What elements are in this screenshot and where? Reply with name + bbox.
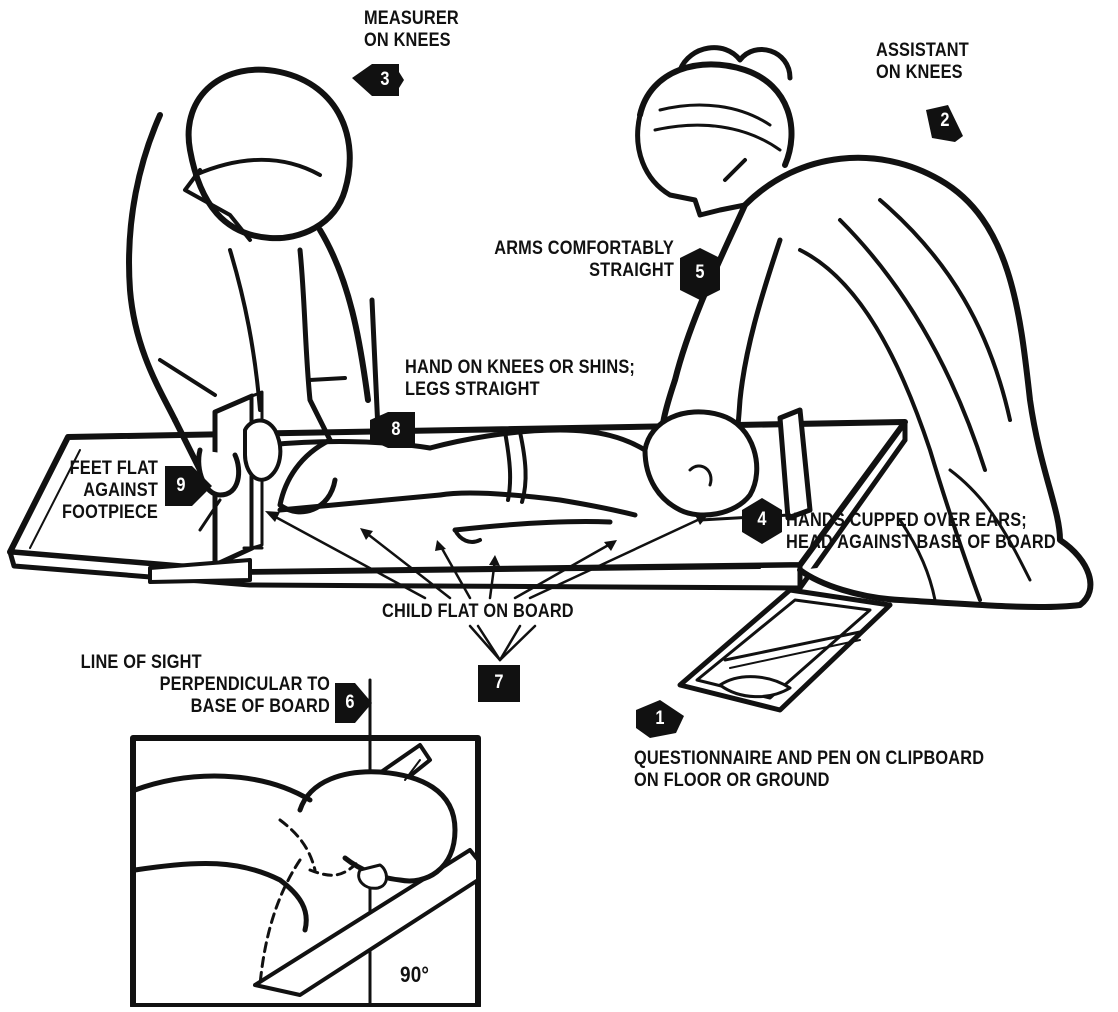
label-child-flat: CHILD FLAT ON BOARD <box>382 601 574 623</box>
step-number-9: 9 <box>170 475 192 497</box>
label-angle: 90° <box>400 964 429 986</box>
step-number-1: 1 <box>650 708 671 730</box>
step-number-6: 6 <box>340 692 361 714</box>
clipboard <box>680 590 890 710</box>
step-number-7: 7 <box>489 672 510 694</box>
step-number-4: 4 <box>752 509 773 531</box>
label-hands-cupped: HANDS CUPPED OVER EARS;HEAD AGAINST BASE… <box>786 510 1056 554</box>
label-hand-on-knees: HAND ON KNEES OR SHINS;LEGS STRAIGHT <box>405 357 635 401</box>
step-number-2: 2 <box>935 110 956 132</box>
step-number-5: 5 <box>690 262 711 284</box>
step-number-3: 3 <box>374 69 396 91</box>
inset-closeup <box>133 680 478 1006</box>
step-number-8: 8 <box>386 419 407 441</box>
